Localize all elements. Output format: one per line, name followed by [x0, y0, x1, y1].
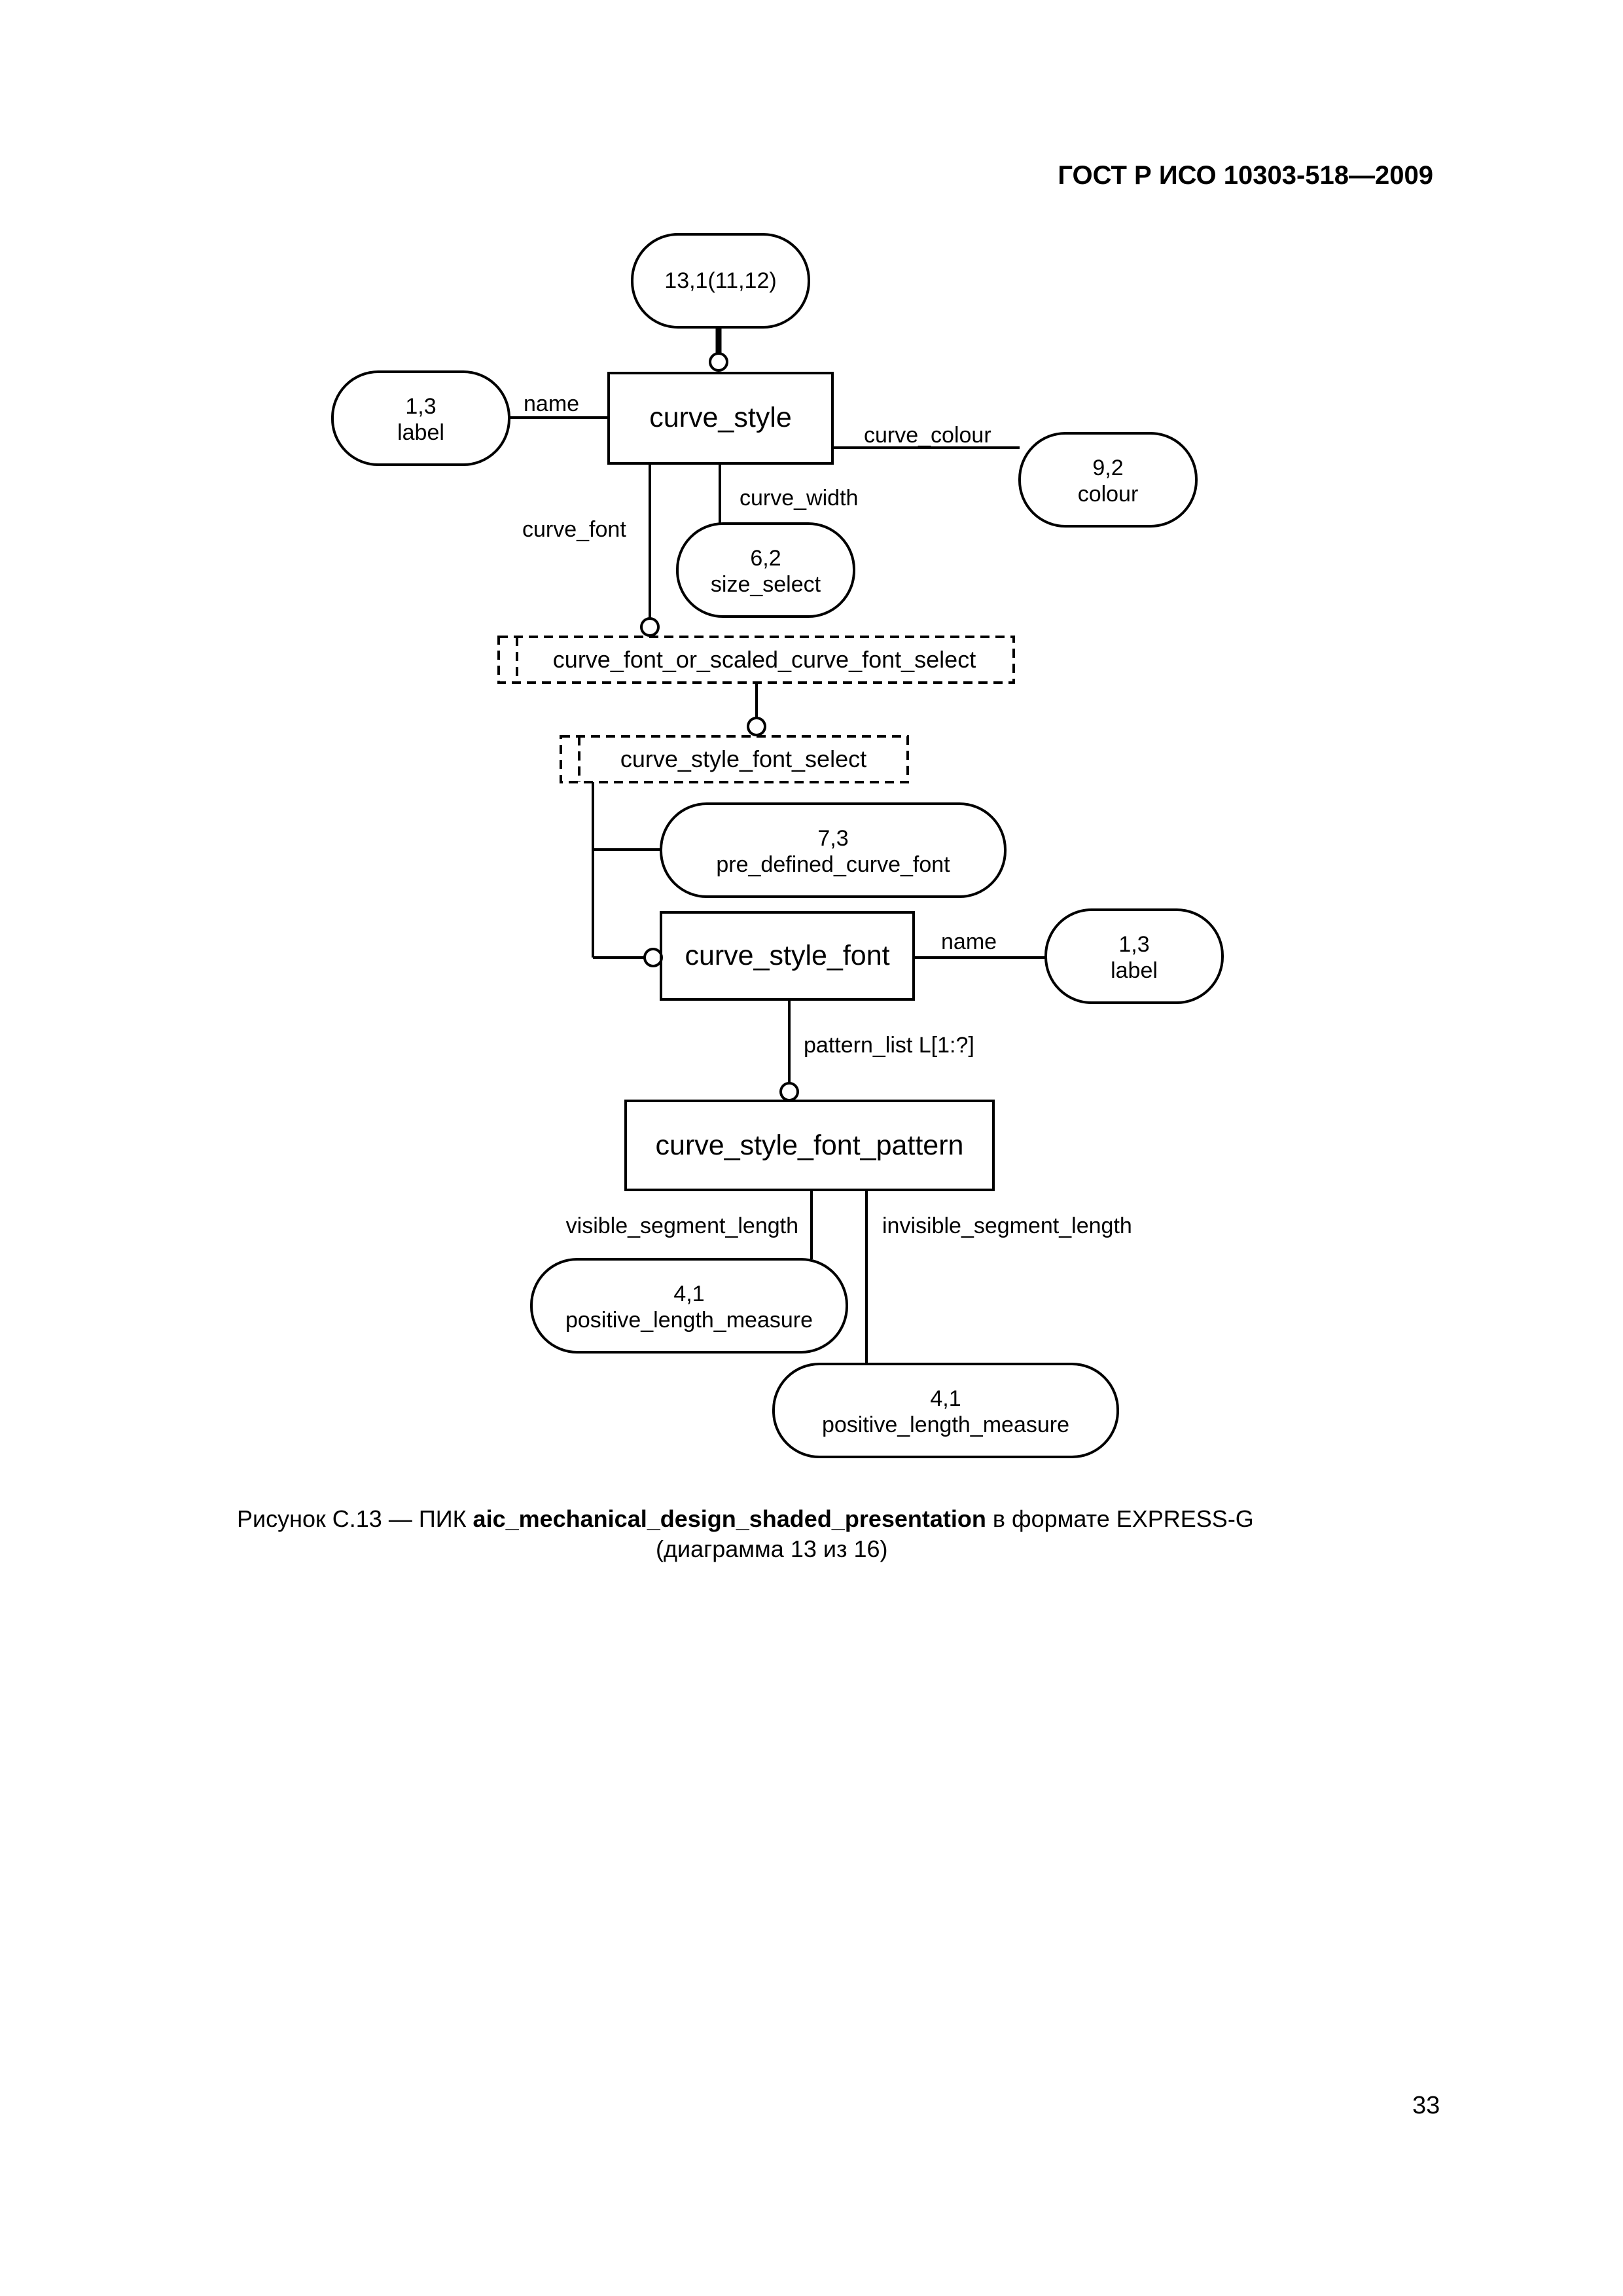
attr-visible: visible_segment_length [566, 1213, 798, 1238]
select-font-or-scaled: curve_font_or_scaled_curve_font_select [553, 646, 976, 673]
ref-predef-name: pre_defined_curve_font [716, 852, 950, 877]
ref-plm-2-num: 4,1 [930, 1386, 961, 1411]
attr-name-1: name [524, 391, 579, 416]
express-g-diagram: 13,1(11,12) 1,3 label 9,2 colour 6,2 siz… [331, 233, 1224, 1458]
caption-suffix: в формате EXPRESS-G [986, 1505, 1254, 1532]
ref-plm-2-name: positive_length_measure [822, 1412, 1069, 1437]
ref-colour-num: 9,2 [1092, 456, 1123, 480]
attr-pattern-list: pattern_list L[1:?] [804, 1033, 974, 1058]
caption-line-1: Рисунок С.13 — ПИК aic_mechanical_design… [237, 1504, 1254, 1534]
attr-invisible: invisible_segment_length [882, 1213, 1132, 1238]
page-number: 33 [1412, 2092, 1440, 2119]
ref-colour-name: colour [1078, 482, 1139, 507]
ref-label-2-name: label [1111, 958, 1158, 983]
entity-curve-style-font-pattern: curve_style_font_pattern [656, 1130, 964, 1161]
ref-size-name: size_select [711, 572, 821, 597]
ref-predef-num: 7,3 [817, 826, 848, 851]
attr-curve-width: curve_width [740, 486, 858, 511]
ref-plm-1-num: 4,1 [673, 1282, 704, 1306]
ref-top: 13,1(11,12) [664, 268, 776, 293]
caption-schema: aic_mechanical_design_shaded_presentatio… [473, 1505, 986, 1532]
caption-line-2: (диаграмма 13 из 16) [656, 1535, 888, 1562]
entity-curve-style-font: curve_style_font [685, 940, 889, 971]
select-style-font-select: curve_style_font_select [620, 745, 866, 772]
attr-name-2: name [941, 929, 997, 954]
entity-curve-style: curve_style [649, 402, 791, 433]
attr-curve-font: curve_font [522, 517, 626, 542]
ref-plm-1-name: positive_length_measure [565, 1308, 813, 1333]
ref-label-1-name: label [397, 420, 444, 445]
ref-size-num: 6,2 [750, 546, 781, 571]
attr-curve-colour: curve_colour [864, 423, 991, 448]
ref-label-1-num: 1,3 [405, 394, 436, 419]
document-header: ГОСТ Р ИСО 10303-518—2009 [1058, 161, 1433, 190]
caption-prefix: Рисунок С.13 — ПИК [237, 1505, 473, 1532]
ref-label-2-num: 1,3 [1118, 932, 1149, 957]
